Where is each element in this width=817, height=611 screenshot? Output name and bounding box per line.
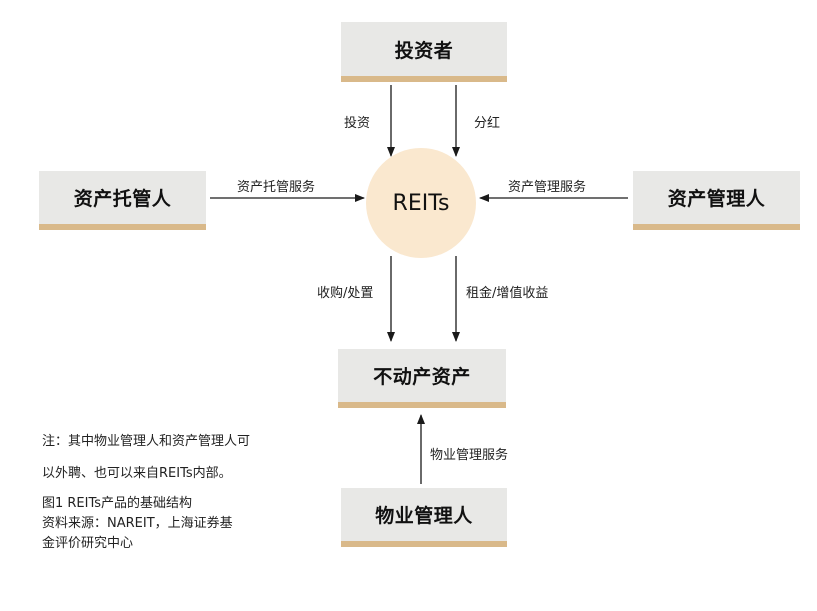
- edge-label-dividend: 分红: [474, 116, 501, 131]
- edge-label-custody-service: 资产托管服务: [237, 180, 316, 195]
- edge-label-rent-income: 租金/增值收益: [466, 286, 549, 301]
- figure-caption: 图1 REITs产品的基础结构: [42, 496, 193, 511]
- edge-label-acquire-dispose: 收购/处置: [317, 286, 374, 301]
- reits-center-node: REITs: [366, 148, 476, 258]
- source-line-1: 资料来源：NAREIT，上海证券基: [42, 516, 233, 531]
- real-estate-asset-node: 不动产资产: [338, 349, 506, 408]
- source-line-2: 金评价研究中心: [42, 536, 134, 551]
- edge-label-invest: 投资: [344, 116, 371, 131]
- investor-node: 投资者: [341, 22, 507, 82]
- note-line-2: 以外聘、也可以来自REITs内部。: [42, 466, 232, 481]
- property-manager-node: 物业管理人: [341, 488, 507, 547]
- custodian-node: 资产托管人: [39, 171, 206, 230]
- asset-manager-node: 资产管理人: [633, 171, 800, 230]
- edge-label-property-service: 物业管理服务: [430, 448, 509, 463]
- edge-label-management-service: 资产管理服务: [508, 180, 587, 195]
- note-line-1: 注：其中物业管理人和资产管理人可: [42, 434, 251, 449]
